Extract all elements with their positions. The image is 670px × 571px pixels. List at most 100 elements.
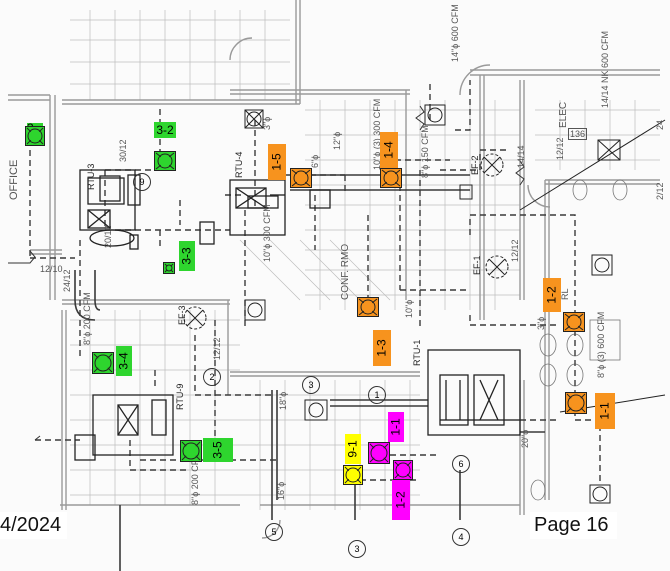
ref-circle-6: 6: [452, 455, 470, 473]
fan-coil-symbol-icon: [181, 441, 201, 461]
duct-label-10: 10"ϕ: [404, 299, 414, 318]
fan-coil-corners: [344, 466, 362, 484]
room-label-office: OFFICE: [8, 159, 20, 200]
unit-marker-1-4[interactable]: [380, 168, 402, 188]
duct-label-8-600: 8"ϕ (3) 600 CFM: [596, 311, 606, 378]
unit-tag-9-1-2[interactable]: 1-2: [392, 480, 410, 520]
equipment-label-rtu-4: RTU-4: [234, 151, 244, 178]
unit-tag-9-1-1[interactable]: 1-1: [388, 412, 404, 442]
duct-label-18: 18"ϕ: [278, 391, 288, 410]
fan-coil-circle: [293, 170, 309, 186]
unit-tag-1-5[interactable]: 1-5: [268, 144, 286, 180]
unit-marker-9-1-1[interactable]: [368, 442, 390, 464]
unit-tag-1-3[interactable]: 1-3: [373, 330, 391, 366]
fan-coil-circle: [157, 153, 173, 169]
footer-date: 4/2024: [0, 512, 68, 539]
supply-trunks: [74, 174, 545, 571]
unit-marker-1-3[interactable]: [357, 297, 379, 317]
fan-coil-circle: [360, 299, 376, 315]
fan-coil-symbol-icon: [381, 169, 401, 187]
equipment-label-rtu-9: RTU-9: [175, 383, 185, 410]
duct-label-8-200: 8"ϕ 200 CFM: [82, 292, 92, 345]
duct-label-14-14-nk: 14/14 NK 600 CFM: [600, 30, 610, 108]
fan-coil-symbol-icon: [358, 298, 378, 316]
unit-tag-9-1[interactable]: 9-1: [345, 434, 361, 464]
ref-circle-2: 2: [203, 368, 221, 386]
unit-tag-3-5[interactable]: 3-5: [203, 438, 233, 462]
unit-tag-1-1[interactable]: 1-1: [595, 393, 615, 429]
equipment-label-ef-1: EF-1: [472, 255, 482, 275]
equipment: [74, 169, 521, 461]
fan-coil-circle: [567, 394, 585, 412]
fan-coil-symbol-icon: [155, 152, 175, 170]
unit-marker-9-1[interactable]: [343, 465, 363, 485]
unit-marker-3-3[interactable]: [163, 262, 175, 274]
unit-tag-1-2[interactable]: 1-2: [543, 278, 561, 312]
duct-label-12-10: 12/10: [40, 264, 63, 274]
fan-coil-symbol-icon: [26, 127, 44, 145]
fan-coil-circle: [182, 442, 200, 460]
fan-coil-symbol-icon: [344, 466, 362, 484]
unit-tag-1-4[interactable]: 1-4: [380, 132, 398, 168]
room-label-elec: ELEC: [558, 101, 569, 128]
rtu-1-unit: [427, 349, 521, 436]
unit-tag-3-2[interactable]: 3-2: [154, 122, 176, 138]
fan-coil-corners: [394, 461, 412, 479]
fan-coil-circle: [27, 128, 43, 144]
fan-coil-corners: [291, 169, 311, 187]
unit-tag-3-4[interactable]: 3-4: [116, 346, 132, 376]
room-number-elec: 136: [568, 128, 588, 140]
fan-coil-corners: [181, 441, 201, 461]
ref-circle-1: 1: [368, 386, 386, 404]
fan-coil-symbol-icon: [93, 353, 113, 373]
fan-coil-symbol-icon: [369, 443, 389, 463]
fan-coil-circle: [383, 170, 399, 186]
fan-coil-circle: [345, 467, 361, 483]
fan-coil-circle: [94, 354, 112, 372]
rtu-9-unit: [92, 394, 174, 456]
duct-label-8-150: 8"ϕ 150 CFM: [420, 125, 430, 178]
fan-coil-corners: [93, 353, 113, 373]
unit-marker-1-2[interactable]: [563, 312, 585, 332]
fan-coil-symbol-icon: [164, 263, 174, 273]
unit-marker-1-5[interactable]: [290, 168, 312, 188]
fan-coil-corners: [564, 313, 584, 331]
unit-marker-3-1[interactable]: [25, 126, 45, 146]
unit-marker-3-4[interactable]: [92, 352, 114, 374]
fan-coil-corners: [566, 393, 586, 413]
duct-label-12: 12"ϕ: [332, 131, 342, 150]
footer-page-number: Page 16: [530, 512, 617, 539]
fan-coil-circle: [566, 314, 582, 330]
duct-label-12-12-c: 12/12: [555, 137, 565, 160]
walls: [8, 0, 660, 539]
dim-label-a: 24: [655, 119, 665, 130]
fan-coil-symbol-icon: [291, 169, 311, 187]
ref-circle-3-a: 3: [302, 376, 320, 394]
grid-markers: [8, 250, 41, 441]
unit-marker-9-1-2[interactable]: [393, 460, 413, 480]
duct-label-20-12: 20/12: [103, 225, 113, 248]
duct-label-3-a: 3"ϕ: [262, 116, 272, 130]
duct-label-30-12: 30/12: [118, 139, 128, 162]
ref-circle-9: 9: [133, 173, 151, 191]
unit-marker-3-2[interactable]: [154, 151, 176, 171]
label-rl: RL: [560, 288, 570, 300]
zigzag-break: [415, 105, 525, 186]
fan-coil-symbol-icon: [564, 313, 584, 331]
ref-circle-3-b: 3: [348, 540, 366, 558]
fan-coil-corners: [26, 127, 44, 145]
ref-circle-5: 5: [265, 523, 283, 541]
fan-coil-symbol-icon: [394, 461, 412, 479]
unit-marker-1-1[interactable]: [565, 392, 587, 414]
duct-label-20: 20"ϕ: [520, 429, 530, 448]
unit-marker-3-5[interactable]: [180, 440, 202, 462]
duct-label-12-12-b: 12/12: [510, 239, 520, 262]
fan-coil-circle: [370, 444, 388, 462]
fan-coil-corners: [369, 443, 389, 463]
equipment-label-ef-3: EF-3: [177, 305, 187, 325]
fan-coil-circle: [165, 264, 173, 272]
unit-tag-3-3[interactable]: 3-3: [179, 241, 195, 271]
duct-label-14-14: 14/14: [516, 145, 526, 168]
